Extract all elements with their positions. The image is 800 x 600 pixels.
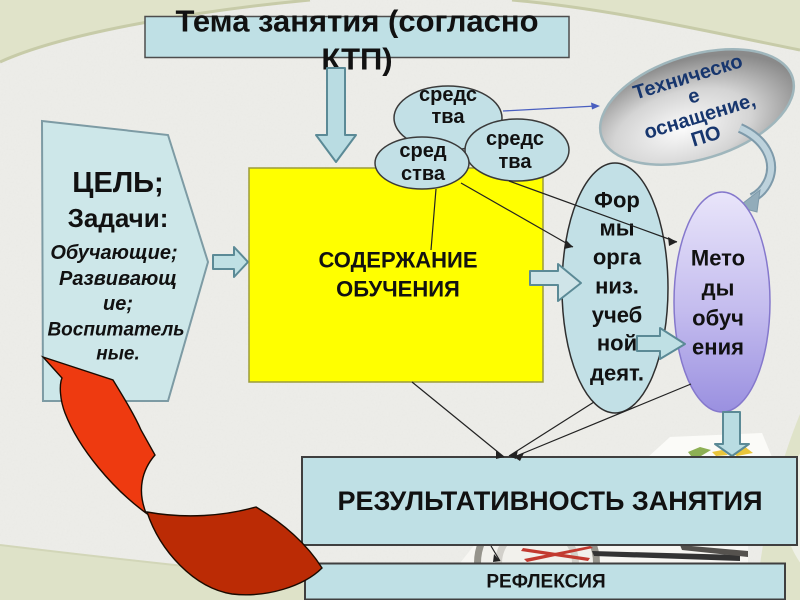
svg-text:тва: тва: [499, 151, 533, 173]
svg-text:орга: орга: [593, 245, 642, 270]
svg-text:РЕЗУЛЬТАТИВНОСТЬ ЗАНЯТИЯ: РЕЗУЛЬТАТИВНОСТЬ ЗАНЯТИЯ: [338, 486, 763, 516]
svg-text:мы: мы: [599, 216, 634, 241]
svg-text:деят.: деят.: [590, 361, 644, 386]
svg-text:ОБУЧЕНИЯ: ОБУЧЕНИЯ: [336, 277, 460, 302]
svg-text:Задачи:: Задачи:: [68, 203, 169, 233]
svg-text:ства: ства: [401, 163, 446, 185]
svg-text:ения: ения: [692, 335, 744, 360]
svg-text:средс: средс: [486, 128, 544, 150]
svg-text:Тема занятия (согласно: Тема занятия (согласно: [175, 4, 538, 39]
svg-text:сред: сред: [399, 140, 446, 162]
svg-text:ные.: ные.: [96, 344, 140, 365]
svg-text:низ.: низ.: [595, 274, 639, 299]
svg-text:ие;: ие;: [103, 293, 133, 315]
svg-text:Воспитатель: Воспитатель: [47, 320, 184, 341]
svg-text:СОДЕРЖАНИЕ: СОДЕРЖАНИЕ: [318, 248, 477, 273]
svg-text:средс: средс: [419, 84, 477, 106]
svg-text:обуч: обуч: [692, 306, 744, 331]
svg-text:учеб: учеб: [592, 303, 643, 328]
svg-text:ЦЕЛЬ;: ЦЕЛЬ;: [72, 167, 163, 199]
svg-text:Мето: Мето: [691, 246, 745, 271]
svg-text:Развивающ: Развивающ: [59, 268, 177, 290]
svg-text:Фор: Фор: [594, 188, 640, 213]
svg-text:Обучающие;: Обучающие;: [50, 242, 177, 264]
svg-text:тва: тва: [432, 106, 466, 128]
svg-text:ды: ды: [702, 276, 735, 301]
svg-text:ной: ной: [597, 331, 637, 356]
svg-text:РЕФЛЕКСИЯ: РЕФЛЕКСИЯ: [486, 572, 605, 593]
